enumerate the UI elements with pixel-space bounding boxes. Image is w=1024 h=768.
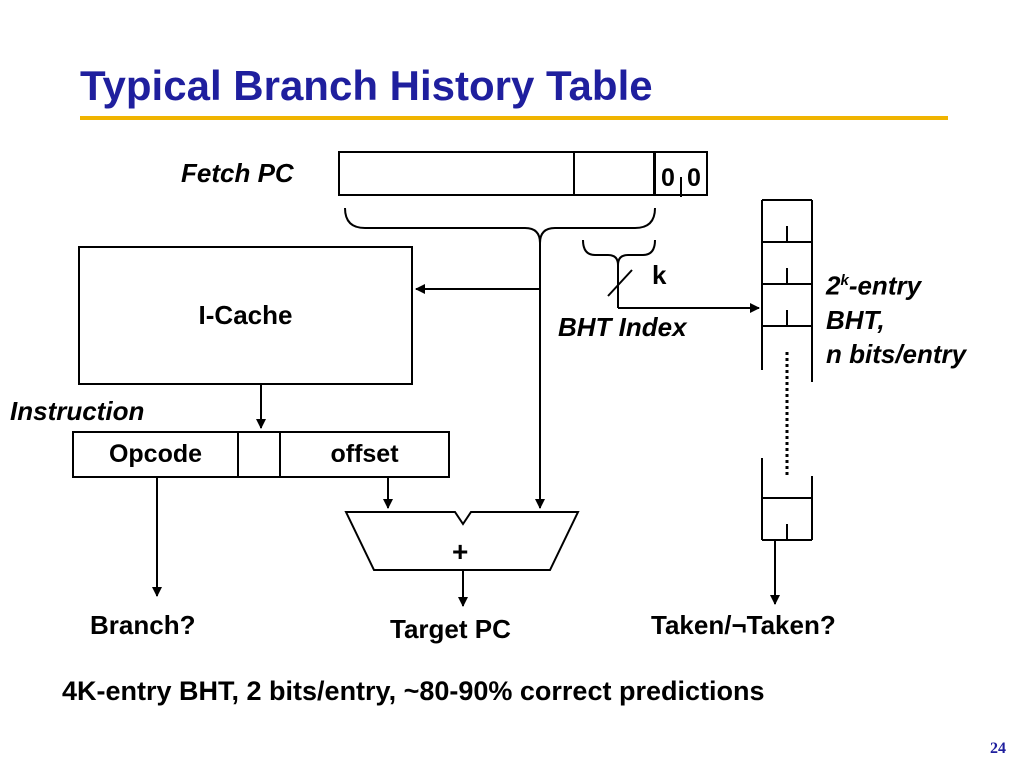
pc-zero-bit: 0 xyxy=(687,164,701,192)
fetch-pc-label: Fetch PC xyxy=(181,158,294,188)
icache-label: I-Cache xyxy=(198,300,293,330)
page-number: 24 xyxy=(990,740,1006,757)
index-brace xyxy=(582,239,656,266)
summary-text: 4K-entry BHT, 2 bits/entry, ~80-90% corr… xyxy=(62,676,765,706)
icache-box: I-Cache xyxy=(78,246,413,385)
bht-bits-per-entry: n bits/entry xyxy=(826,338,967,369)
bht-size-exponent: k xyxy=(840,272,849,289)
title-underline xyxy=(80,116,948,120)
slide-title: Typical Branch History Table xyxy=(80,62,653,109)
adder-label: + xyxy=(452,536,469,567)
bht-name: BHT, xyxy=(826,304,885,335)
pc-brace xyxy=(344,207,656,244)
taken-output-label: Taken/¬Taken? xyxy=(651,610,836,640)
bht-table xyxy=(761,199,813,541)
bht-size-base: 2 xyxy=(826,270,841,301)
field-divider xyxy=(237,433,239,476)
pc-divider xyxy=(573,153,575,194)
pc-divider xyxy=(653,153,656,194)
branch-output-label: Branch? xyxy=(90,610,196,640)
pc-zero-bit: 0 xyxy=(661,164,675,192)
fetch-pc-register: 0 0 xyxy=(338,151,708,197)
k-label: k xyxy=(652,260,667,290)
bht-description: 2k-entry BHT, n bits/entry xyxy=(826,264,966,371)
offset-field: offset xyxy=(330,440,399,468)
bht-index-label: BHT Index xyxy=(558,312,687,342)
target-pc-label: Target PC xyxy=(390,614,511,644)
instruction-label: Instruction xyxy=(10,396,145,426)
field-divider xyxy=(279,433,281,476)
instruction-register: Opcode offset xyxy=(72,431,450,478)
opcode-field: Opcode xyxy=(108,440,203,468)
pc-bit-divider xyxy=(680,177,682,197)
bht-entry-text: -entry xyxy=(848,270,922,301)
adder-shape xyxy=(344,511,580,571)
